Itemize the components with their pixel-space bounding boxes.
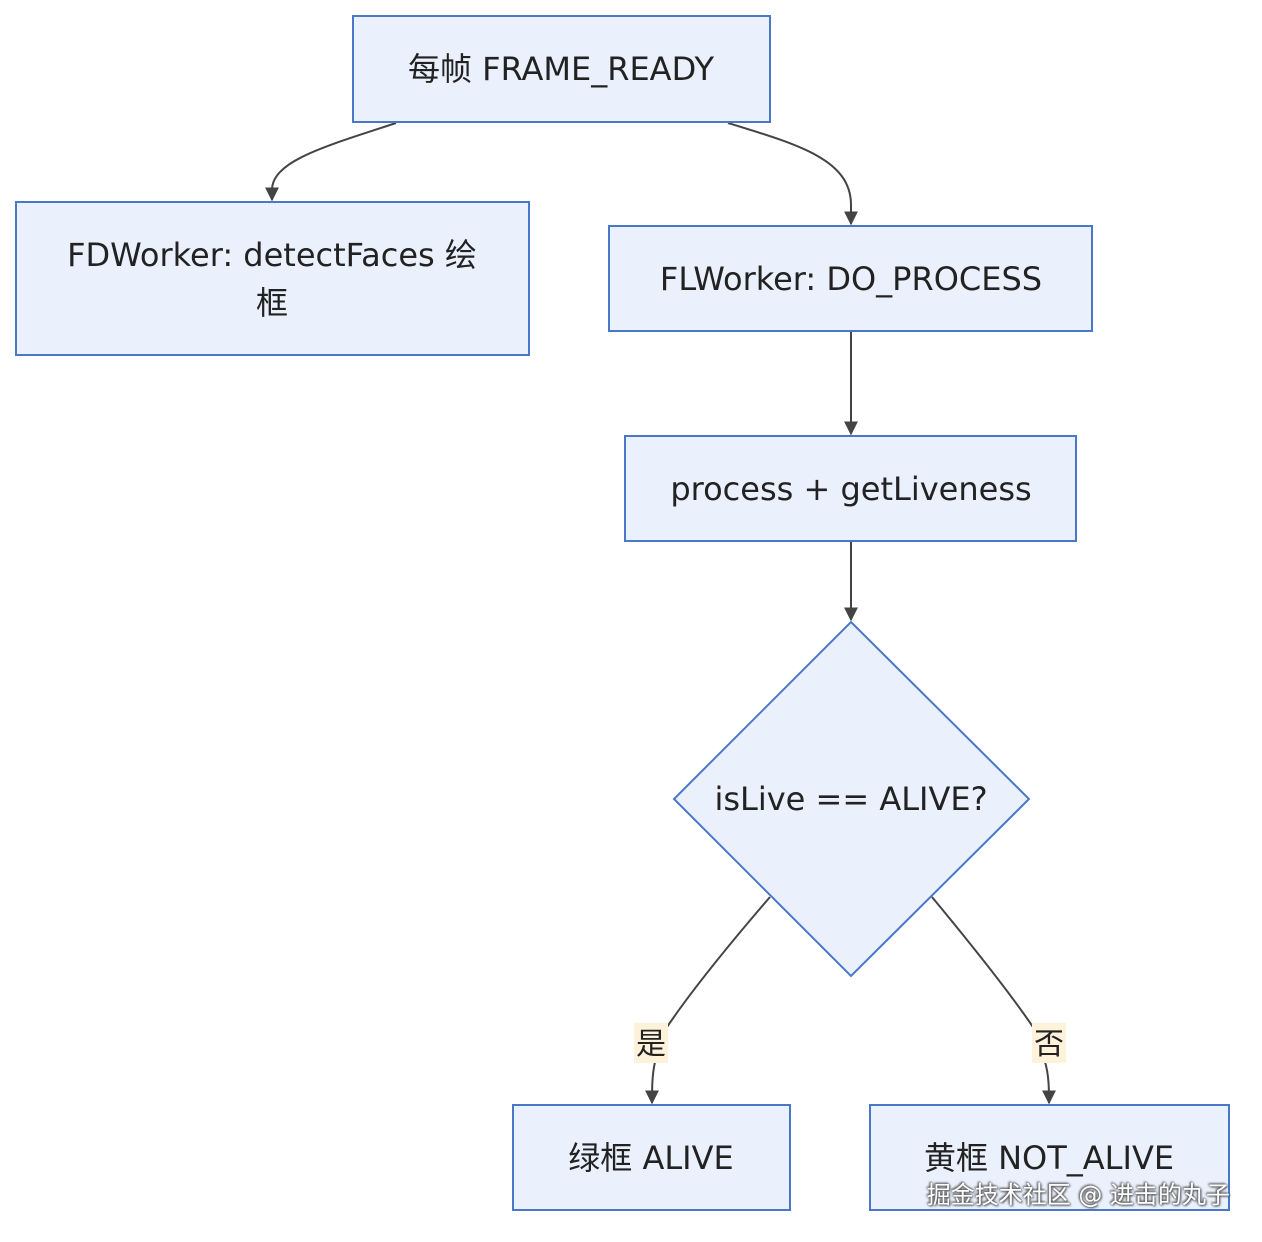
edge-frame-to-fdworker: [265, 122, 397, 202]
node-green-box-label: 绿框 ALIVE: [568, 1139, 733, 1177]
edge-label-yes: 是: [634, 1023, 668, 1063]
node-fd-worker-label-line2: 框: [256, 284, 288, 322]
edge-frame-to-flworker: [727, 122, 858, 226]
node-fd-worker: FDWorker: detectFaces 绘 框: [15, 201, 530, 356]
edge-label-no: 否: [1032, 1023, 1066, 1063]
node-fl-worker: FLWorker: DO_PROCESS: [608, 225, 1093, 332]
edge-label-no-text: 否: [1034, 1027, 1064, 1062]
node-fd-worker-label-line1: FDWorker: detectFaces 绘: [67, 236, 477, 274]
edge-label-yes-text: 是: [636, 1027, 666, 1062]
node-frame-ready: 每帧 FRAME_READY: [352, 15, 771, 123]
node-decision-label: isLive == ALIVE?: [714, 780, 987, 818]
node-process: process + getLiveness: [624, 435, 1077, 542]
node-decision: isLive == ALIVE?: [672, 620, 1031, 978]
node-yellow-box: 黄框 NOT_ALIVE: [869, 1104, 1230, 1211]
node-process-label: process + getLiveness: [670, 470, 1031, 508]
node-frame-ready-label: 每帧 FRAME_READY: [408, 50, 714, 88]
node-green-box: 绿框 ALIVE: [512, 1104, 791, 1211]
edge-decision-to-yellow: [931, 896, 1049, 1103]
watermark: 掘金技术社区 @ 进击的丸子: [926, 1181, 1230, 1209]
node-fl-worker-label: FLWorker: DO_PROCESS: [660, 260, 1042, 298]
node-yellow-box-label: 黄框 NOT_ALIVE: [924, 1139, 1174, 1177]
edge-decision-to-green: [652, 896, 771, 1103]
